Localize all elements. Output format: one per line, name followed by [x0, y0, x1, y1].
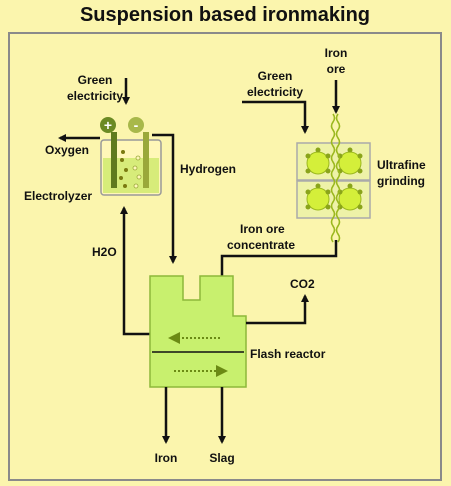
- reactor-flow-right-icon: [174, 365, 228, 377]
- green-electricity-right-label-2: electricity: [247, 85, 303, 99]
- slag-output-label: Slag: [209, 451, 234, 465]
- hydrogen-bubbles: [132, 155, 142, 189]
- cathode-electrode: [143, 132, 149, 188]
- concentrate-label-1: Iron ore: [240, 222, 285, 236]
- green-electricity-left-label-2: electricity: [67, 89, 123, 103]
- oxygen-label: Oxygen: [45, 143, 89, 157]
- h2o-label: H2O: [92, 245, 117, 259]
- diagram-frame: [8, 32, 442, 481]
- minus-sign: -: [134, 117, 139, 133]
- anode-electrode: [111, 132, 117, 188]
- iron-ore-label-2: ore: [327, 62, 346, 76]
- concentrate-label-2: concentrate: [227, 238, 295, 252]
- flash-reactor-label: Flash reactor: [250, 347, 326, 361]
- diagram-title: Suspension based ironmaking: [80, 4, 370, 26]
- iron-ore-label-1: Iron: [325, 46, 348, 60]
- plus-sign: +: [104, 117, 112, 133]
- ultrafine-label-1: Ultrafine: [377, 158, 426, 172]
- minus-terminal-icon: [128, 117, 144, 133]
- co2-label: CO2: [290, 277, 315, 291]
- reactor-flow-left-icon: [168, 332, 222, 344]
- green-electricity-left-label-1: Green: [78, 73, 113, 87]
- electrolyzer-unit: + -: [100, 117, 162, 196]
- hydrogen-to-reactor-arrow: [152, 133, 177, 264]
- grinder-unit: [296, 113, 371, 243]
- oxygen-bubbles: [119, 150, 128, 188]
- green-electricity-right-label-1: Green: [258, 69, 293, 83]
- ultrafine-label-2: grinding: [377, 174, 425, 188]
- electricity-to-grinder-arrow: [242, 100, 309, 134]
- h2o-to-electrolyzer-arrow: [120, 206, 150, 336]
- co2-out-arrow: [246, 294, 309, 325]
- grinding-gears-icon: [306, 151, 362, 211]
- ore-particle-stream: [330, 113, 341, 243]
- hydrogen-label: Hydrogen: [180, 162, 236, 176]
- iron-output-label: Iron: [155, 451, 178, 465]
- flash-reactor-vessel: [149, 275, 247, 388]
- plus-terminal-icon: [100, 117, 116, 133]
- electrolyzer-label: Electrolyzer: [24, 189, 92, 203]
